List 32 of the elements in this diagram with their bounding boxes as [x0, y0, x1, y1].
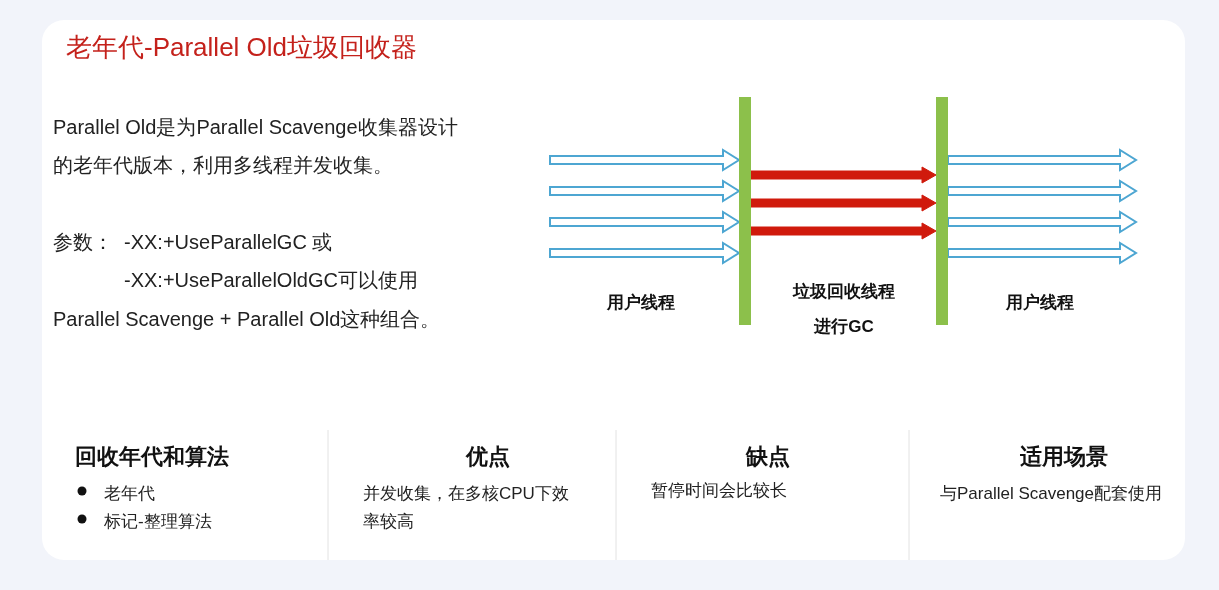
list-item: 老年代 — [104, 483, 155, 505]
arrow — [947, 179, 1138, 203]
column-header: 适用场景 — [1019, 443, 1109, 471]
arrow — [750, 166, 937, 184]
arrow — [549, 148, 741, 172]
phase-label: 垃圾回收线程 — [791, 281, 896, 303]
column-header: 优点 — [464, 443, 511, 471]
phase-label: 用户线程 — [1005, 292, 1075, 314]
parameter-label: 参数： — [53, 230, 113, 255]
barrier-bar — [739, 97, 751, 325]
arrow — [549, 210, 741, 234]
column-header: 回收年代和算法 — [75, 443, 229, 471]
arrow — [947, 148, 1138, 172]
cell-text: 并发收集，在多核CPU下效率较高 — [363, 483, 570, 533]
arrow — [750, 194, 937, 212]
list-item: 标记-整理算法 — [104, 511, 212, 533]
option-text: -XX:+UseParallelOldGC可以使用 — [124, 268, 418, 293]
title: 老年代-Parallel Old垃圾回收器 — [66, 31, 418, 64]
phase-label: 进行GC — [813, 316, 875, 338]
phase-label: 用户线程 — [606, 292, 676, 314]
arrow — [549, 241, 741, 265]
cell-text: 与Parallel Scavenge配套使用 — [940, 483, 1164, 505]
arrow — [750, 222, 937, 240]
paragraph: Parallel Old是为Parallel Scavenge收集器设计的老年代版本，利用多线程并发收集。 — [53, 115, 459, 178]
column-header: 缺点 — [744, 443, 791, 471]
cell-text: 暂停时间会比较长 — [651, 480, 787, 502]
arrow — [549, 179, 741, 203]
barrier-bar — [936, 97, 948, 325]
option-text: -XX:+UseParallelGC 或 — [124, 230, 333, 255]
paragraph: Parallel Scavenge + Parallel Old这种组合。 — [53, 307, 441, 332]
arrow — [947, 210, 1138, 234]
arrow — [947, 241, 1138, 265]
